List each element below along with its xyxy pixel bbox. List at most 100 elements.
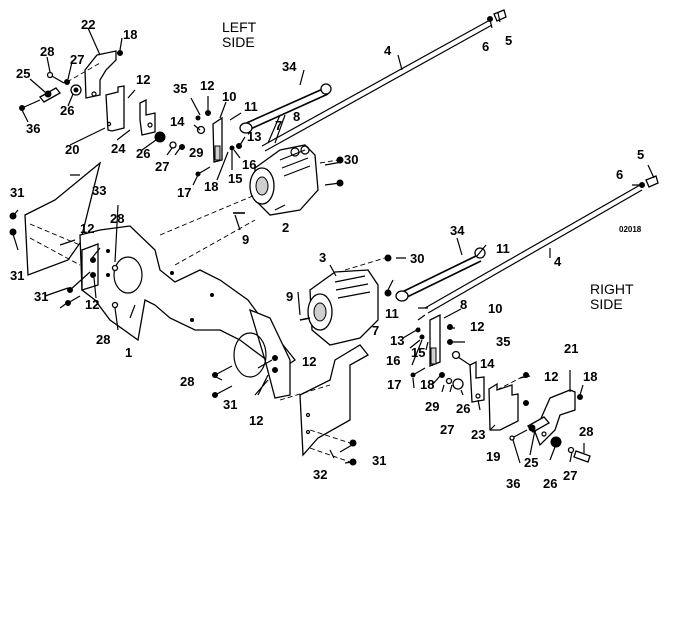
callout-12: 12	[302, 354, 317, 369]
callout-15: 15	[228, 171, 243, 186]
callout-28: 28	[110, 211, 125, 226]
callout-11: 11	[385, 306, 399, 321]
callout-18: 18	[583, 369, 598, 384]
callout-31: 31	[372, 453, 387, 468]
callout-27: 27	[563, 468, 578, 483]
callout-28: 28	[180, 374, 195, 389]
right-bolt-28	[573, 450, 591, 463]
callout-6: 6	[482, 39, 490, 54]
callout-29: 29	[425, 399, 440, 414]
callout-26: 26	[136, 146, 151, 161]
callout-5: 5	[637, 147, 645, 162]
callout-24: 24	[111, 141, 126, 156]
left-rod-4	[261, 9, 507, 152]
callout-20: 20	[65, 142, 80, 157]
right-pivot-25	[527, 416, 550, 433]
callout-13: 13	[247, 129, 262, 144]
left-bracket-20	[105, 85, 125, 132]
callout-22: 22	[81, 17, 96, 32]
left-bearing-26a	[70, 84, 82, 96]
right-side-label-line2: SIDE	[590, 295, 623, 312]
right-arm-10	[429, 313, 441, 367]
callout-27: 27	[70, 52, 85, 67]
callout-33: 33	[92, 183, 107, 198]
callout-10: 10	[222, 89, 237, 104]
callout-9: 9	[286, 289, 294, 304]
left-side-label: LEFT SIDE	[222, 20, 256, 49]
callout-12: 12	[249, 413, 264, 428]
callout-19: 19	[486, 449, 501, 464]
left-bracket-24	[139, 98, 156, 136]
right-bracket-21	[534, 389, 576, 447]
callout-35: 35	[173, 81, 188, 96]
left-side-label-line1: LEFT	[222, 19, 257, 35]
callout-14: 14	[170, 114, 185, 129]
callout-8: 8	[460, 297, 468, 312]
callout-26: 26	[456, 401, 471, 416]
callout-34: 34	[282, 59, 297, 74]
drawing-code: 02018	[619, 225, 642, 234]
callout-36: 36	[506, 476, 521, 491]
callout-15: 15	[411, 345, 426, 360]
callout-4: 4	[384, 43, 392, 58]
callout-18: 18	[204, 179, 219, 194]
callout-30: 30	[410, 251, 425, 266]
callout-6: 6	[616, 167, 624, 182]
callout-31: 31	[10, 268, 25, 283]
callout-27: 27	[155, 159, 170, 174]
left-washer-27b	[169, 141, 177, 149]
right-mount-bracket	[233, 308, 291, 399]
callout-17: 17	[387, 377, 402, 392]
right-bracket-19	[488, 382, 519, 431]
callout-17: 17	[177, 185, 192, 200]
left-bolt-36	[19, 99, 41, 111]
callout-12: 12	[85, 297, 100, 312]
guard-plate-32	[299, 344, 369, 457]
callout-28: 28	[40, 44, 55, 59]
callout-11: 11	[244, 99, 258, 114]
callout-25: 25	[16, 66, 31, 81]
right-washer-27	[567, 446, 575, 454]
callout-29: 29	[189, 145, 204, 160]
right-rod-4	[424, 175, 659, 314]
callout-12: 12	[470, 319, 485, 334]
callout-26: 26	[60, 103, 75, 118]
callout-12: 12	[136, 72, 151, 87]
left-pump-2	[249, 144, 319, 216]
callout-18: 18	[123, 27, 138, 42]
right-bracket-23	[469, 360, 485, 403]
right-bearing-26	[550, 436, 562, 448]
callout-11: 11	[496, 241, 510, 256]
callout-31: 31	[10, 185, 25, 200]
callout-31: 31	[223, 397, 238, 412]
callout-12: 12	[80, 221, 95, 236]
left-nut-18a	[117, 50, 123, 56]
callout-7: 7	[372, 323, 380, 338]
left-nut-29	[179, 144, 185, 150]
callout-18: 18	[420, 377, 435, 392]
right-side-label: RIGHT SIDE	[590, 282, 634, 311]
left-bolt-28	[46, 71, 65, 84]
callout-5: 5	[505, 33, 513, 48]
callout-23: 23	[471, 427, 486, 442]
frame-bracket-12	[81, 243, 99, 291]
left-bearing-26b	[154, 131, 166, 143]
left-arm-10	[212, 116, 223, 163]
callout-28: 28	[96, 332, 111, 347]
callout-16: 16	[242, 157, 257, 172]
callout-27: 27	[440, 422, 455, 437]
callout-31: 31	[34, 289, 49, 304]
leader-lines	[12, 12, 655, 464]
callout-32: 32	[313, 467, 328, 482]
callout-34: 34	[450, 223, 465, 238]
callout-13: 13	[390, 333, 405, 348]
callout-28: 28	[579, 424, 594, 439]
right-side-label-line1: RIGHT	[590, 281, 634, 297]
callout-30: 30	[344, 152, 359, 167]
callout-8: 8	[293, 109, 301, 124]
callout-21: 21	[564, 341, 579, 356]
left-pivot-25	[39, 87, 61, 103]
callout-26: 26	[543, 476, 558, 491]
callout-1: 1	[125, 345, 133, 360]
